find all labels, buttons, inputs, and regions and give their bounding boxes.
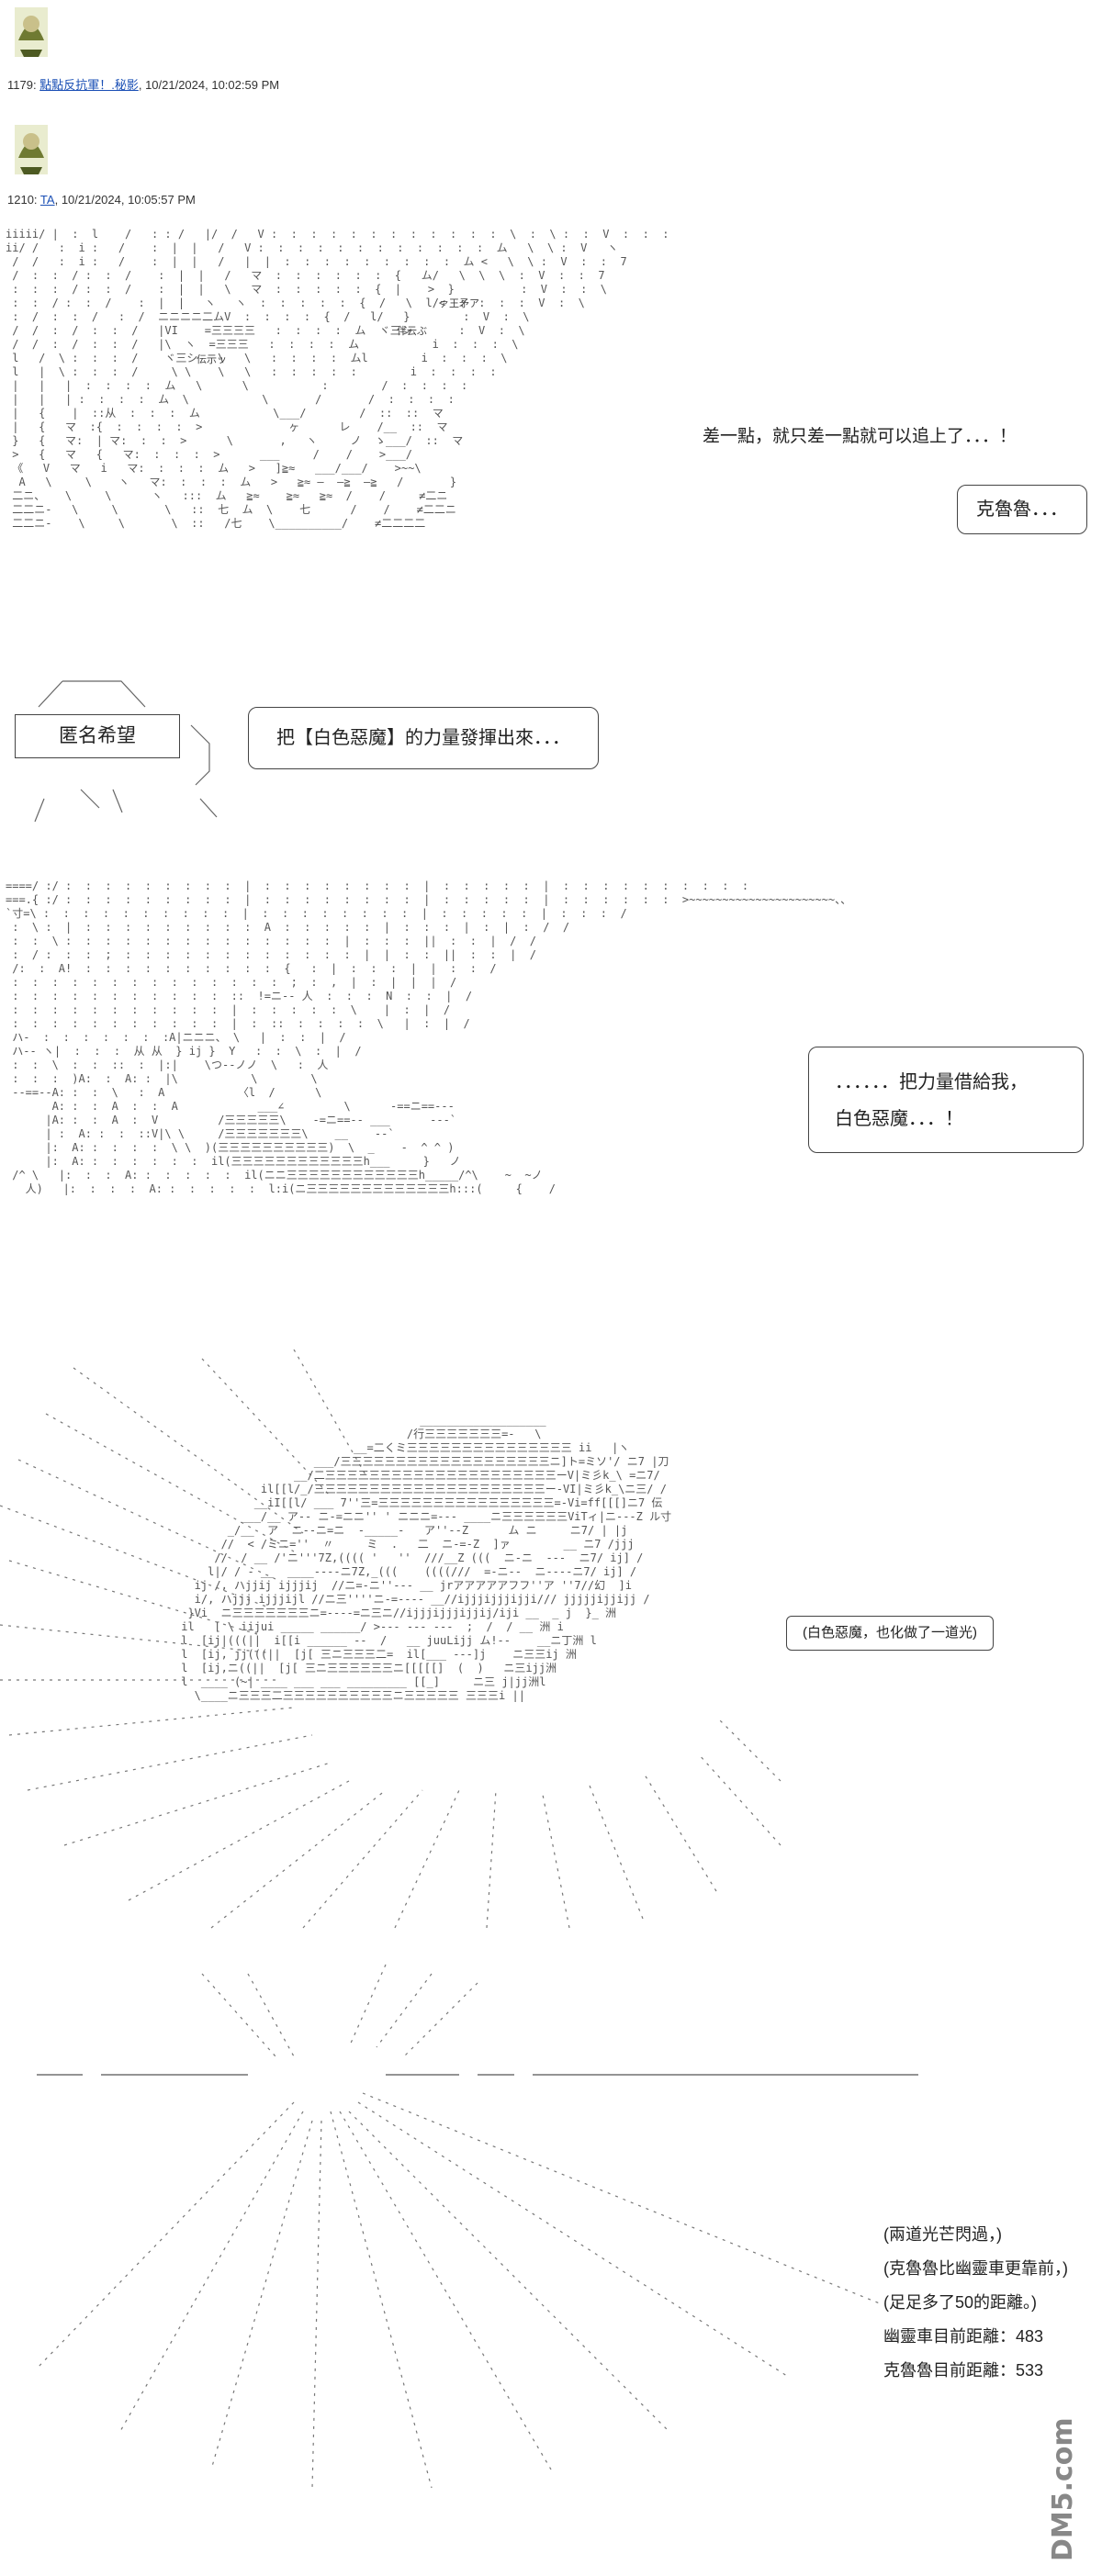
- light-burst: [36, 1964, 918, 2489]
- watermark-logo: DM5.com: [1047, 2417, 1079, 2561]
- speech-text: 白色惡魔．．．！: [835, 1109, 963, 1129]
- name-box-label: 匿名希望: [59, 725, 136, 746]
- post-header: 1179: 點點反抗軍！.秘影, 10/21/2024, 10:02:59 PM: [7, 78, 280, 92]
- caption-box: (白色惡魔，也化做了一道光): [786, 1616, 994, 1651]
- name-box: 匿名希望: [15, 714, 180, 758]
- ascii-art-scene-2: ====/ :/ : : : : : : : : : | : : : : : :…: [6, 879, 852, 1195]
- post-number: 1179: [7, 78, 33, 92]
- aa-tag: 伝示ッ: [197, 354, 227, 365]
- post-header: 1210: TA, 10/21/2024, 10:05:57 PM: [7, 193, 196, 207]
- caption-text: (白色惡魔，也化做了一道光): [803, 1625, 977, 1641]
- ascii-art-car: ___________________ /行三三三三三三三=- \ __=二くミ…: [181, 1414, 672, 1702]
- speech-bubble: 把【白色惡魔】的力量發揮出來．．．: [248, 707, 599, 769]
- aa-tag: 伴云ぶ: [397, 326, 427, 337]
- speech-bubble: ．．．．．．把力量借給我， 白色惡魔．．．！: [808, 1047, 1084, 1153]
- speech-text: ．．．．．．把力量借給我，: [835, 1072, 1028, 1092]
- status-panel: (兩道光芒閃過，) (克魯魯比幽靈車更靠前，) (足足多了50的距離。) 幽靈車…: [883, 2218, 1068, 2388]
- aa-tag: ァ王矛ア: [439, 298, 479, 309]
- speech-bubble: 克魯魯．．．: [957, 485, 1087, 534]
- post-timestamp: 10/21/2024, 10:05:57 PM: [61, 193, 196, 207]
- avatar[interactable]: [7, 121, 55, 178]
- status-line: (克魯魯比幽靈車更靠前，): [883, 2259, 1068, 2278]
- post-timestamp: 10/21/2024, 10:02:59 PM: [145, 78, 280, 92]
- name-box-frame: [34, 680, 218, 823]
- avatar[interactable]: [7, 4, 55, 61]
- kururu-distance: 克魯魯目前距離：533: [883, 2361, 1044, 2380]
- post-number: 1210: [7, 193, 34, 207]
- status-line: (兩道光芒閃過，): [883, 2225, 1002, 2244]
- post-author-link[interactable]: TA: [39, 193, 55, 207]
- narration-text: 差一點，就只差一點就可以追上了．．．！: [703, 427, 1018, 446]
- speech-text: 克魯魯．．．: [976, 499, 1068, 520]
- speech-text: 把【白色惡魔】的力量發揮出來．．．: [276, 728, 570, 748]
- ascii-art-scene-1: iiiii/ | : l / : : / |/ / V : : : : : : …: [6, 228, 669, 530]
- light-rays: [0, 1350, 782, 1929]
- post-author-link[interactable]: 點點反抗軍！.秘影: [39, 78, 139, 92]
- status-line: (足足多了50的距離。): [883, 2293, 1038, 2312]
- ghost-car-distance: 幽靈車目前距離：483: [883, 2327, 1044, 2346]
